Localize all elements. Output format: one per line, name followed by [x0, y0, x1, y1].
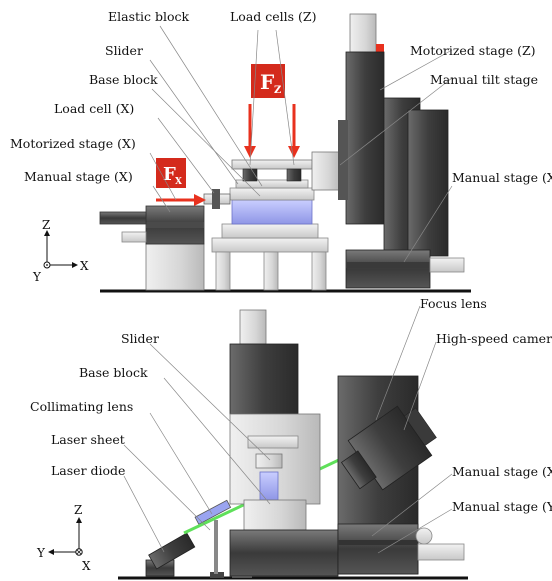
force-z-subscript: Z: [274, 85, 281, 96]
bottom-panel: Slider Base block Collimating lens Laser…: [30, 296, 552, 580]
label-motorized-stage-z: Motorized stage (Z): [410, 43, 536, 58]
axis-label-y-top: Y: [32, 270, 42, 284]
bottom-leader-lines: [123, 305, 453, 554]
force-x-arrow: [156, 194, 206, 206]
top-leader-lines: [149, 25, 453, 263]
force-z-symbol: F: [260, 70, 274, 94]
bottom-labels: Slider Base block Collimating lens Laser…: [30, 296, 552, 514]
label-elastic-block: Elastic block: [108, 9, 190, 24]
collimating-lens-shape: [194, 499, 232, 525]
right-tower: [338, 13, 465, 289]
axis-label-y-bottom: Y: [36, 546, 46, 560]
label-load-cells-z: Load cells (Z): [230, 9, 316, 24]
force-x-box: F X: [156, 158, 186, 188]
axis-label-x-top: X: [80, 259, 89, 273]
axis-label-z-top: Z: [42, 218, 50, 232]
label-manual-stage-x-bottom: Manual stage (X): [452, 464, 552, 479]
label-focus-lens: Focus lens: [420, 296, 487, 311]
label-manual-tilt-stage: Manual tilt stage: [430, 72, 538, 87]
elastic-block-shape: [231, 199, 313, 225]
label-high-speed-camera: High-speed camera: [436, 331, 552, 346]
center-tower-bottom: [229, 309, 339, 578]
label-laser-sheet: Laser sheet: [51, 432, 125, 447]
force-x-subscript: X: [175, 177, 182, 187]
label-motorized-stage-x: Motorized stage (X): [10, 136, 136, 151]
label-base-block-top: Base block: [89, 72, 158, 87]
load-cells-z-assembly: [231, 151, 341, 191]
axis-label-z-bottom: Z: [74, 503, 82, 517]
label-collimating-lens: Collimating lens: [30, 399, 133, 414]
motorized-stage-z-shape: [345, 51, 385, 225]
label-laser-diode: Laser diode: [51, 463, 125, 478]
label-manual-stage-x-left: Manual stage (X): [24, 169, 133, 184]
high-speed-camera-shape: [340, 405, 437, 491]
axis-label-x-bottom: X: [82, 559, 91, 573]
label-load-cell-x: Load cell (X): [54, 101, 134, 116]
force-z-box: F Z: [251, 64, 285, 98]
label-base-block-bottom: Base block: [79, 365, 148, 380]
top-axes: Z X Y: [32, 218, 89, 284]
force-x-symbol: F: [163, 164, 176, 185]
center-stage-stack: [203, 179, 329, 291]
top-labels: Elastic block Load cells (Z) Slider Base…: [10, 9, 552, 185]
top-panel: F Z F X Elastic bloc: [10, 9, 552, 293]
camera-tower: [337, 375, 465, 575]
label-manual-stage-y-bottom: Manual stage (Y): [452, 499, 552, 514]
force-z-arrows: [244, 104, 300, 158]
left-manual-stage-x: [99, 205, 205, 291]
label-manual-stage-x-right: Manual stage (X): [452, 170, 552, 185]
label-slider-bottom: Slider: [121, 331, 159, 346]
bottom-axes: Z Y X: [36, 503, 91, 573]
laser-diode-shape: [145, 520, 224, 578]
label-slider-top: Slider: [105, 43, 143, 58]
